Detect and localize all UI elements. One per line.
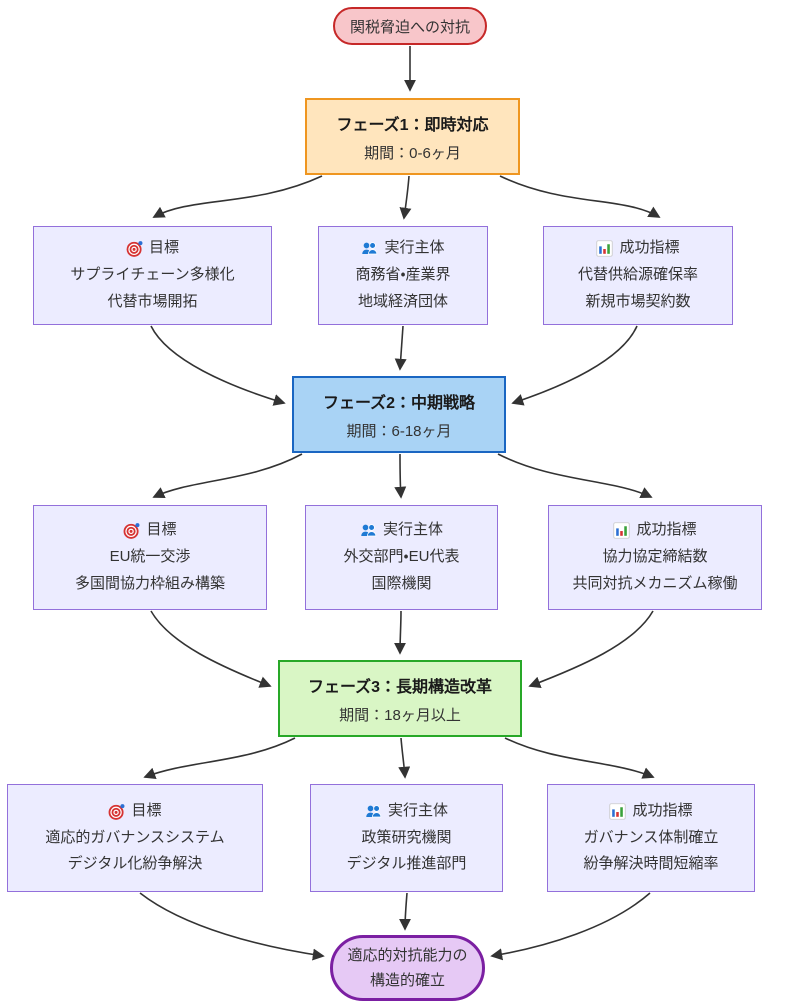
- start-node: 関税脅迫への対抗: [333, 7, 487, 45]
- target-icon: [126, 240, 143, 257]
- goal-heading: 目標: [146, 521, 177, 539]
- metric-line: ガバナンス体制確立: [583, 828, 719, 846]
- actor-line: 国際機関: [371, 574, 432, 592]
- goal-line: EU統一交渉: [109, 548, 191, 566]
- edge-actor1-phase2: [394, 325, 407, 371]
- metric-line: 共同対抗メカニズム稼働: [572, 574, 738, 592]
- edge-phase1-metric1: [499, 175, 661, 218]
- users-icon: [360, 522, 377, 539]
- phase2-actor-box: 実行主体 外交部門・EU代表 国際機関: [305, 505, 498, 610]
- metric-heading: 成功指標: [619, 239, 680, 257]
- phase2-period: 期間：6-18ヶ月: [346, 422, 452, 440]
- phase3-title: フェーズ3：長期構造改革: [307, 678, 493, 696]
- actor-heading: 実行主体: [387, 801, 448, 819]
- edge-actor3-end: [399, 892, 412, 931]
- goal-heading: 目標: [148, 239, 179, 257]
- goal-line: デジタル化紛争解決: [67, 855, 203, 873]
- edge-phase2-actor2: [394, 453, 407, 499]
- phase2-box: フェーズ2：中期戦略 期間：6-18ヶ月: [292, 376, 506, 453]
- metric-line: 代替供給源確保率: [577, 266, 698, 284]
- bar-chart-icon: [609, 803, 626, 820]
- metric-heading: 成功指標: [636, 521, 697, 539]
- edge-phase2-goal2: [152, 453, 303, 499]
- edge-goal2-phase3: [150, 610, 272, 688]
- edge-phase1-goal1: [152, 175, 323, 218]
- goal-line: 多国間協力枠組み構築: [74, 574, 225, 592]
- phase3-box: フェーズ3：長期構造改革 期間：18ヶ月以上: [278, 660, 522, 737]
- end-node-line: 適応的対抗能力の: [347, 946, 468, 964]
- phase1-box: フェーズ1：即時対応 期間：0-6ヶ月: [305, 98, 520, 175]
- phase3-goal-box: 目標 適応的ガバナンスシステム デジタル化紛争解決: [7, 784, 263, 892]
- edge-actor2-phase3: [394, 610, 407, 655]
- edge-phase1-actor1: [399, 175, 412, 220]
- edge-metric2-phase3: [528, 610, 654, 688]
- phase2-metric-box: 成功指標 協力協定締結数 共同対抗メカニズム稼働: [548, 505, 762, 610]
- edge-metric1-phase2: [511, 325, 638, 406]
- target-icon: [123, 522, 140, 539]
- edge-phase3-metric3: [504, 737, 655, 779]
- phase3-actor-box: 実行主体 政策研究機関 デジタル推進部門: [310, 784, 503, 892]
- phase2-title: フェーズ2：中期戦略: [322, 394, 476, 412]
- bar-chart-icon: [613, 522, 630, 539]
- metric-line: 新規市場契約数: [585, 292, 691, 310]
- phase1-period: 期間：0-6ヶ月: [364, 144, 461, 162]
- users-icon: [361, 240, 378, 257]
- end-node-line: 構造的確立: [369, 972, 445, 989]
- actor-line: 政策研究機関: [361, 828, 452, 846]
- phase1-title: フェーズ1：即時対応: [336, 116, 489, 134]
- goal-line: 代替市場開拓: [107, 292, 198, 310]
- edge-phase3-goal3: [143, 737, 296, 780]
- phase2-goal-box: 目標 EU統一交渉 多国間協力枠組み構築: [33, 505, 267, 610]
- phase3-metric-box: 成功指標 ガバナンス体制確立 紛争解決時間短縮率: [547, 784, 755, 892]
- edge-metric3-end: [490, 892, 651, 961]
- users-icon: [365, 803, 382, 820]
- start-node-label: 関税脅迫への対抗: [349, 18, 470, 36]
- phase1-actor-box: 実行主体 商務省・産業界 地域経済団体: [318, 226, 488, 325]
- target-icon: [108, 803, 125, 820]
- edge-goal1-phase2: [150, 325, 286, 406]
- edge-phase3-actor3: [398, 737, 411, 779]
- metric-heading: 成功指標: [632, 801, 693, 819]
- actor-heading: 実行主体: [382, 521, 443, 539]
- edge-goal3-end: [139, 892, 325, 961]
- bar-chart-icon: [596, 240, 613, 257]
- actor-line: 商務省・産業界: [355, 266, 451, 284]
- phase1-metric-box: 成功指標 代替供給源確保率 新規市場契約数: [543, 226, 733, 325]
- metric-line: 協力協定締結数: [602, 548, 708, 566]
- goal-heading: 目標: [131, 801, 162, 819]
- actor-line: 外交部門・EU代表: [343, 548, 460, 566]
- edge-phase2-metric2: [497, 453, 653, 499]
- metric-line: 紛争解決時間短縮率: [583, 855, 719, 873]
- phase3-period: 期間：18ヶ月以上: [339, 706, 461, 724]
- actor-heading: 実行主体: [384, 239, 445, 257]
- actor-line: 地域経済団体: [357, 292, 448, 310]
- phase1-goal-box: 目標 サプライチェーン多様化 代替市場開拓: [33, 226, 272, 325]
- goal-line: サプライチェーン多様化: [70, 266, 235, 284]
- actor-line: デジタル推進部門: [346, 855, 467, 873]
- end-node: 適応的対抗能力の 構造的確立: [330, 935, 485, 1001]
- goal-line: 適応的ガバナンスシステム: [45, 828, 225, 846]
